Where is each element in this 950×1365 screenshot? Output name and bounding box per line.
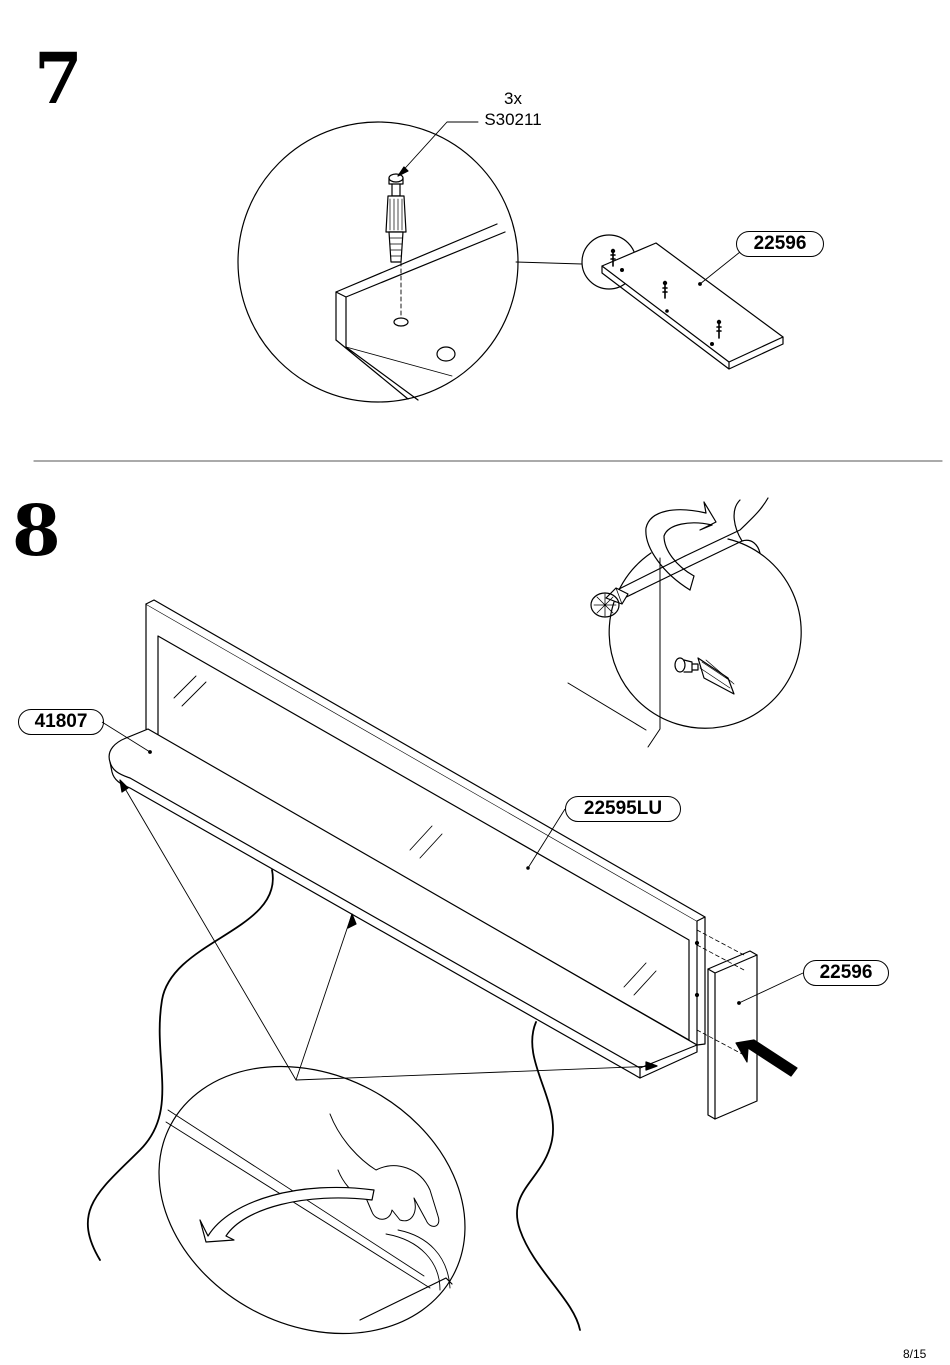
page-number: 8/15 [903,1347,926,1361]
